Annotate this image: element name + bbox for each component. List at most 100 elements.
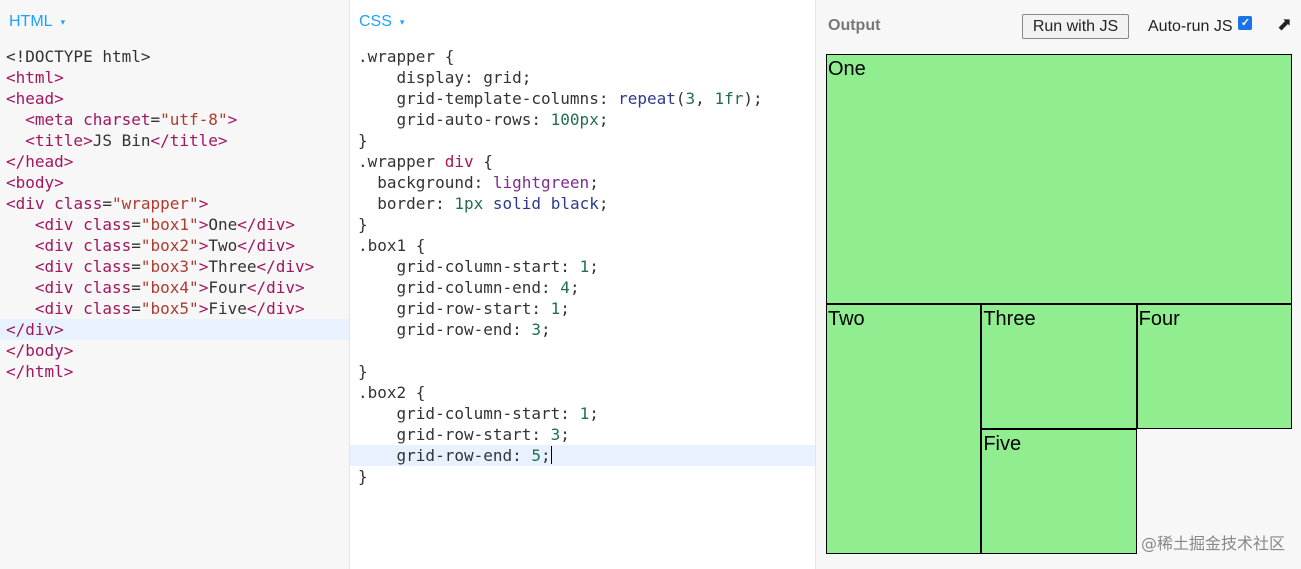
run-with-js-button[interactable]: Run with JS: [1022, 14, 1129, 39]
html-panel-header[interactable]: HTML ▾: [0, 0, 349, 44]
code-line[interactable]: grid-auto-rows: 100px;: [350, 109, 815, 130]
code-line[interactable]: grid-column-start: 1;: [350, 256, 815, 277]
popout-icon[interactable]: ⬈: [1277, 14, 1293, 34]
code-token: grid-column-end:: [358, 278, 561, 297]
code-line[interactable]: </html>: [0, 361, 349, 382]
css-editor[interactable]: .wrapper { display: grid; grid-template-…: [350, 46, 815, 487]
code-token: </title>: [150, 131, 228, 150]
html-editor[interactable]: <!DOCTYPE html><html><head> <meta charse…: [0, 46, 349, 382]
code-line[interactable]: grid-column-end: 4;: [350, 277, 815, 298]
code-line[interactable]: <html>: [0, 67, 349, 88]
watermark: @稀土掘金技术社区: [1140, 534, 1285, 553]
code-token: </head>: [6, 152, 74, 171]
code-token: Four: [208, 278, 247, 297]
code-line[interactable]: grid-column-start: 1;: [350, 403, 815, 424]
code-token: black: [550, 194, 599, 213]
code-token: grid-row-start:: [358, 425, 551, 444]
code-token: 5: [531, 446, 542, 465]
code-token: .wrapper {: [358, 47, 455, 66]
code-token: "box3": [140, 257, 199, 276]
code-token: }: [358, 215, 368, 234]
code-token: [6, 215, 35, 234]
code-token: Three: [208, 257, 257, 276]
code-line[interactable]: }: [350, 466, 815, 487]
code-token: grid-auto-rows:: [358, 110, 551, 129]
code-token: [483, 194, 493, 213]
code-line[interactable]: </body>: [0, 340, 349, 361]
code-token: </html>: [6, 362, 74, 381]
code-token: grid-template-columns:: [358, 89, 619, 108]
code-line[interactable]: .wrapper {: [350, 46, 815, 67]
code-token: <div: [34, 299, 84, 318]
code-token: grid-column-start:: [358, 404, 580, 423]
code-token: 1px: [454, 194, 484, 213]
code-token: <head>: [6, 89, 64, 108]
code-line[interactable]: <div class="box5">Five</div>: [0, 298, 349, 319]
code-token: div: [444, 152, 474, 171]
code-token: <title>: [25, 131, 93, 150]
code-token: border:: [358, 194, 455, 213]
auto-run-checkbox[interactable]: ✓: [1238, 16, 1253, 30]
code-token: 1fr: [714, 89, 744, 108]
code-line[interactable]: <div class="box4">Four</div>: [0, 277, 349, 298]
code-token: class: [83, 215, 132, 234]
code-token: >: [198, 194, 209, 213]
code-token: =: [131, 299, 141, 318]
code-line[interactable]: </div>: [0, 319, 349, 340]
code-token: ;: [598, 110, 609, 129]
code-line[interactable]: grid-row-start: 3;: [350, 424, 815, 445]
code-line[interactable]: }: [350, 361, 815, 382]
code-token: 1: [550, 299, 561, 318]
css-panel-header[interactable]: CSS ▾: [350, 0, 815, 44]
code-token: }: [358, 362, 368, 381]
code-token: =: [150, 110, 161, 129]
code-token: "utf-8": [160, 110, 228, 129]
code-line[interactable]: display: grid;: [350, 67, 815, 88]
code-line[interactable]: [350, 340, 815, 361]
code-token: <body>: [6, 173, 64, 192]
code-line[interactable]: <body>: [0, 172, 349, 193]
code-line[interactable]: <div class="box3">Three</div>: [0, 256, 349, 277]
code-token: </div>: [237, 236, 296, 255]
code-token: ;: [541, 320, 551, 339]
output-label: Output: [828, 17, 881, 34]
code-line[interactable]: <div class="box2">Two</div>: [0, 235, 349, 256]
code-line[interactable]: <meta charset="utf-8">: [0, 109, 349, 130]
code-token: [6, 110, 25, 129]
code-line[interactable]: grid-row-end: 5;: [350, 445, 815, 466]
code-token: class: [83, 257, 132, 276]
code-line[interactable]: .box2 {: [350, 382, 815, 403]
code-token: =: [102, 194, 112, 213]
code-line[interactable]: <title>JS Bin</title>: [0, 130, 349, 151]
grid-box-four: Four: [1136, 304, 1292, 429]
grid-box-five: Five: [981, 429, 1137, 554]
code-line[interactable]: grid-row-end: 3;: [350, 319, 815, 340]
code-token: class: [54, 194, 103, 213]
code-token: grid-row-end:: [358, 320, 532, 339]
code-line[interactable]: grid-row-start: 1;: [350, 298, 815, 319]
code-token: =: [131, 278, 141, 297]
code-line[interactable]: border: 1px solid black;: [350, 193, 815, 214]
code-line[interactable]: .wrapper div {: [350, 151, 815, 172]
code-token: 3: [531, 320, 542, 339]
code-line[interactable]: </head>: [0, 151, 349, 172]
code-line[interactable]: }: [350, 214, 815, 235]
chevron-down-icon[interactable]: ▾: [60, 16, 66, 27]
chevron-down-icon[interactable]: ▾: [399, 16, 405, 27]
code-token: </div>: [256, 257, 315, 276]
code-line[interactable]: grid-template-columns: repeat(3, 1fr);: [350, 88, 815, 109]
code-token: background:: [358, 173, 493, 192]
code-line[interactable]: <head>: [0, 88, 349, 109]
code-line[interactable]: background: lightgreen;: [350, 172, 815, 193]
code-line[interactable]: <!DOCTYPE html>: [0, 46, 349, 67]
auto-run-toggle[interactable]: Auto-run JS ✓: [1148, 16, 1253, 36]
grid-box-two: Two: [826, 304, 982, 554]
code-line[interactable]: <div class="box1">One</div>: [0, 214, 349, 235]
css-panel-label[interactable]: CSS: [359, 13, 392, 30]
code-line[interactable]: }: [350, 130, 815, 151]
html-panel-label[interactable]: HTML: [9, 13, 53, 30]
code-token: </div>: [246, 278, 305, 297]
code-line[interactable]: .box1 {: [350, 235, 815, 256]
code-token: 1: [579, 404, 590, 423]
code-line[interactable]: <div class="wrapper">: [0, 193, 349, 214]
